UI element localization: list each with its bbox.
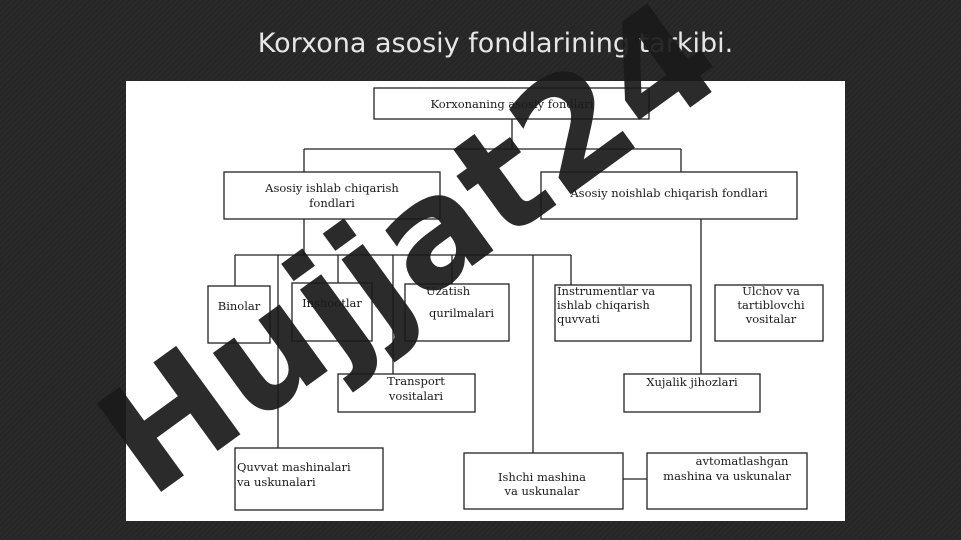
node-ishchi-line1: Ishchi mashina: [498, 470, 586, 484]
org-diagram: Korxonaning asosiy fondlari Asosiy ishla…: [207, 87, 824, 511]
node-production-funds: Asosiy ishlab chiqarish fondlari: [223, 171, 441, 220]
node-instrumentlar-line3: quvvati: [557, 312, 600, 326]
node-binolar-label: Binolar: [218, 299, 261, 313]
node-uzatish-line1: Uzatish: [426, 284, 471, 298]
node-ulchov: Ulchov va tartiblovchi vositalar: [714, 284, 824, 342]
node-nonproduction-funds: Asosiy noishlab chiqarish fondlari: [540, 171, 798, 220]
node-transport-line2: vositalari: [388, 389, 444, 403]
node-nonproduction-funds-label: Asosiy noishlab chiqarish fondlari: [569, 186, 768, 200]
node-avtomat-line1: avtomatlashgan: [696, 454, 789, 468]
node-inshootlar: Inshootlar: [291, 282, 373, 342]
diagram-panel: Korxonaning asosiy fondlari Asosiy ishla…: [126, 81, 845, 521]
node-binolar: Binolar: [207, 285, 271, 344]
node-quvvat-line2: va uskunalari: [236, 475, 316, 489]
node-uzatish-line2: qurilmalari: [429, 306, 494, 320]
node-ishchi: Ishchi mashina va uskunalar: [463, 452, 624, 510]
node-production-funds-line1: Asosiy ishlab chiqarish: [264, 181, 399, 195]
node-ishchi-line2: va uskunalar: [504, 484, 580, 498]
slide-title: Korxona asosiy fondlarining tarkibi.: [257, 28, 734, 59]
node-instrumentlar-line2: ishlab chiqarish: [557, 298, 650, 312]
connector-lines: [234, 119, 702, 480]
node-ulchov-line1: Ulchov va: [742, 284, 800, 298]
node-instrumentlar-line1: Instrumentlar va: [557, 284, 655, 298]
node-root: Korxonaning asosiy fondlari: [373, 87, 650, 120]
node-quvvat: Quvvat mashinalari va uskunalari: [234, 447, 384, 511]
node-ulchov-line3: vositalar: [745, 312, 797, 326]
node-xujalik: Xujalik jihozlari: [623, 373, 761, 413]
node-ulchov-line2: tartiblovchi: [737, 298, 805, 312]
node-transport-line1: Transport: [387, 374, 445, 388]
node-root-label: Korxonaning asosiy fondlari: [431, 97, 594, 111]
node-production-funds-line2: fondlari: [309, 196, 355, 210]
node-xujalik-label: Xujalik jihozlari: [646, 375, 738, 389]
node-transport: Transport vositalari: [337, 373, 476, 413]
node-avtomat: avtomatlashgan mashina va uskunalar: [646, 452, 808, 510]
node-uzatish: Uzatish qurilmalari: [404, 283, 510, 342]
node-avtomat-line2: mashina va uskunalar: [663, 469, 791, 483]
node-inshootlar-label: Inshootlar: [302, 296, 362, 310]
node-quvvat-line1: Quvvat mashinalari: [237, 460, 351, 474]
node-instrumentlar: Instrumentlar va ishlab chiqarish quvvat…: [554, 284, 692, 342]
